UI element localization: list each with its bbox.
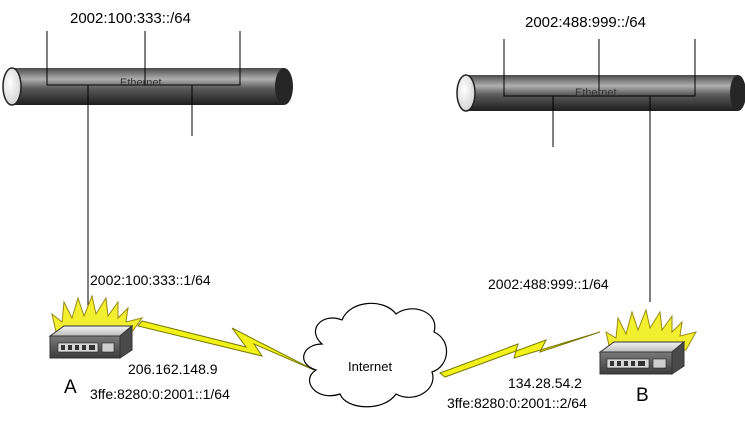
router-a-led (68, 345, 72, 350)
router-a-name: A (64, 377, 77, 398)
internet-label: Internet (348, 359, 393, 374)
lightning-link-a-icon (137, 320, 315, 371)
left-cable-right-end (275, 68, 293, 105)
router-a-port (101, 342, 115, 353)
router-a-icon (48, 294, 144, 359)
router-a-led (61, 345, 65, 350)
router-a-led (82, 345, 86, 350)
router-a-tunnel-address: 3ffe:8280:0:2001::1/64 (90, 386, 230, 402)
router-b-led (610, 361, 614, 366)
router-b-led (624, 361, 628, 366)
lightning-link-b-icon (438, 331, 601, 378)
right-cable-right-end (730, 75, 745, 111)
router-b-flames-icon (605, 308, 697, 351)
router-a-led (89, 345, 95, 350)
right-cable-body (466, 75, 738, 111)
left-ethernet-label: Ethernet (120, 77, 162, 89)
left-ethernet-segment (2, 31, 293, 320)
left-tap-bracket (46, 31, 241, 86)
left-cable-body (12, 68, 284, 105)
router-a-inside-address: 2002:100:333::1/64 (90, 272, 211, 288)
right-cable-left-end (456, 74, 476, 112)
router-b-led (617, 361, 621, 366)
right-ethernet-label: Ethernet (575, 87, 617, 99)
router-a-led (75, 345, 79, 350)
router-b-top (598, 341, 686, 353)
right-ethernet-segment (456, 39, 745, 302)
router-b-ipv4-address: 134.28.54.2 (508, 375, 582, 391)
left-network-prefix: 2002:100:333::/64 (70, 10, 191, 27)
router-b-tunnel-address: 3ffe:8280:0:2001::2/64 (447, 395, 587, 411)
router-b-inside-address: 2002:488:999::1/64 (488, 276, 609, 292)
router-a-top (48, 325, 134, 337)
left-cable-left-end (2, 67, 22, 106)
router-b-led (631, 361, 635, 366)
router-b-name: B (636, 385, 649, 406)
router-a-ipv4-address: 206.162.148.9 (128, 361, 218, 377)
router-b-port (652, 358, 667, 369)
router-a-flames-icon (51, 294, 144, 333)
router-b-led (638, 361, 645, 366)
right-network-prefix: 2002:488:999::/64 (525, 14, 646, 31)
internet-cloud-icon (303, 302, 448, 408)
router-b-icon (598, 308, 697, 375)
